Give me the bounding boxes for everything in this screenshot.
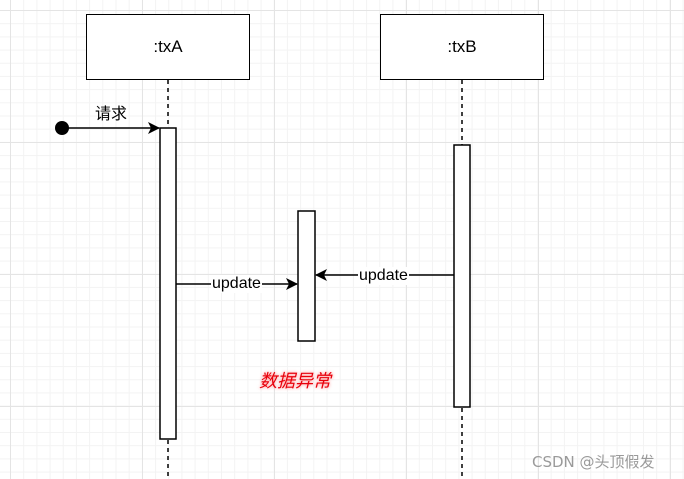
update-label-txb: update <box>358 267 409 285</box>
watermark: CSDN @头顶假发 <box>532 453 655 471</box>
participant-txb: :txB <box>380 14 544 80</box>
participant-txa: :txA <box>86 14 250 80</box>
request-label: 请求 <box>95 106 128 123</box>
activation-bar-shared-data <box>297 210 316 342</box>
activation-bar-txa <box>159 127 177 440</box>
activation-bar-txb <box>453 144 471 408</box>
data-anomaly-note: 数据异常 <box>259 371 331 392</box>
participant-txb-label: :txB <box>447 37 477 56</box>
participant-txa-label: :txA <box>153 37 183 56</box>
update-label-txa: update <box>211 275 262 293</box>
